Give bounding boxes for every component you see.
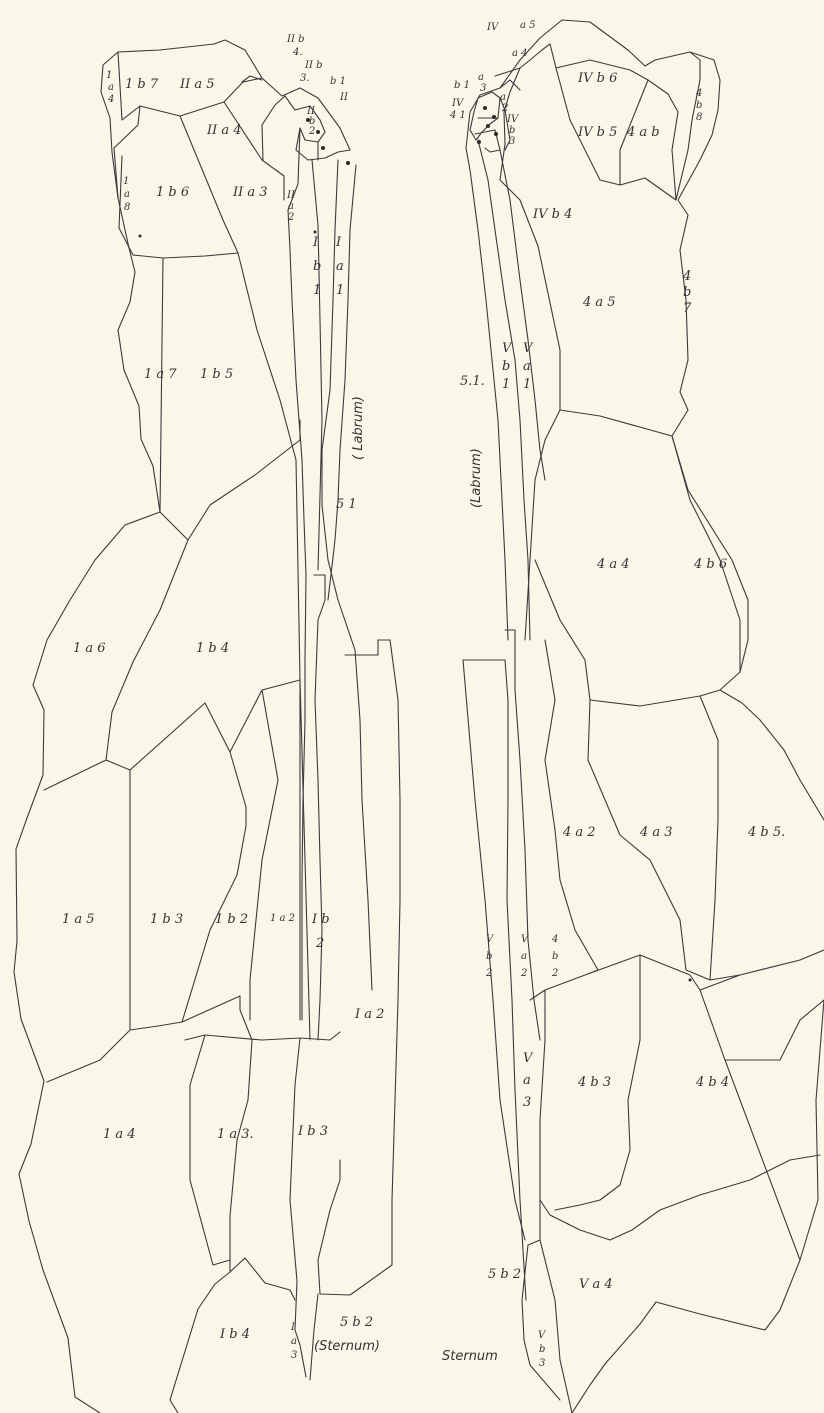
label-IVb4: IV b 4 <box>532 207 572 222</box>
label-4ab: 4 a b <box>626 125 660 140</box>
label-4a2: 4 a 2 <box>562 825 596 840</box>
label-Ib3: I b 3 <box>297 1124 328 1139</box>
right-outer-contour-lower <box>572 1000 824 1413</box>
cell-dot <box>689 979 692 982</box>
cell-dot <box>492 115 496 119</box>
cell-dot <box>139 235 142 238</box>
label-4b6: 4 b 6 <box>693 557 727 572</box>
left-plate <box>14 40 400 1413</box>
label-a4: a 4 <box>512 48 528 59</box>
label-IIa3: II a 3 <box>232 185 268 200</box>
cell-dot <box>321 146 325 150</box>
left-cell-borders <box>44 52 340 1413</box>
label-1b6: 1 b 6 <box>156 185 189 200</box>
cell-dot <box>316 130 320 134</box>
cell-dot <box>483 106 487 110</box>
label-1a7: 1 a 7 <box>144 367 177 382</box>
cell-dot <box>477 140 481 144</box>
label-a5: a 5 <box>520 20 536 31</box>
label-Va4: V a 4 <box>579 1277 613 1292</box>
label-b1-right: b 1 <box>454 80 470 91</box>
label-51-left: 5 1 <box>336 497 357 512</box>
label-5b2-left: 5 b 2 <box>340 1315 373 1330</box>
cell-dot <box>314 231 317 234</box>
label-labrum-left: ( Labrum) <box>351 396 366 460</box>
label-Ib4: I b 4 <box>219 1327 250 1342</box>
label-II: II <box>339 92 349 103</box>
label-1b7: 1 b 7 <box>125 77 159 92</box>
cell-dot <box>346 161 350 165</box>
cell-dot <box>494 132 498 136</box>
label-b1: b 1 <box>330 76 346 87</box>
left-top-small-cells <box>262 96 350 160</box>
label-4b4: 4 b 4 <box>695 1075 729 1090</box>
label-1a4: 1 a 4 <box>103 1127 136 1142</box>
label-Ia2: I a 2 <box>354 1007 384 1022</box>
label-1b4: 1 b 4 <box>196 641 229 656</box>
left-labrum-strips <box>288 128 400 1380</box>
label-4a4: 4 a 4 <box>596 557 630 572</box>
label-IVb6: IV b 6 <box>577 71 617 86</box>
label-1a6: 1 a 6 <box>73 641 106 656</box>
label-1a5: 1 a 5 <box>62 912 95 927</box>
label-1b2: 1 b 2 <box>215 912 248 927</box>
label-1a3: 1 a 3. <box>217 1127 254 1142</box>
label-sternum-right: Sternum <box>442 1349 498 1364</box>
label-51-right: 5.1. <box>460 374 485 389</box>
label-4b5: 4 b 5. <box>747 825 785 840</box>
label-IV-top: IV <box>486 22 500 33</box>
label-1b3: 1 b 3 <box>150 912 183 927</box>
label-4a3: 4 a 3 <box>639 825 673 840</box>
label-1b5: 1 b 5 <box>200 367 233 382</box>
label-sternum-left: (Sternum) <box>314 1339 380 1354</box>
right-labrum-strips <box>463 140 560 1400</box>
label-IIa5: II a 5 <box>179 77 215 92</box>
label-4a5: 4 a 5 <box>582 295 616 310</box>
cell-dot <box>486 124 490 128</box>
label-IVb5: IV b 5 <box>577 125 617 140</box>
label-labrum-right: (Labrum) <box>469 448 484 508</box>
right-plate <box>463 20 824 1413</box>
label-IIa4: II a 4 <box>206 123 242 138</box>
right-cell-borders <box>495 44 824 1413</box>
label-5b2-right: 5 b 2 <box>488 1267 521 1282</box>
label-4b3: 4 b 3 <box>577 1075 611 1090</box>
label-1a2-small: 1 a 2 <box>270 913 295 924</box>
